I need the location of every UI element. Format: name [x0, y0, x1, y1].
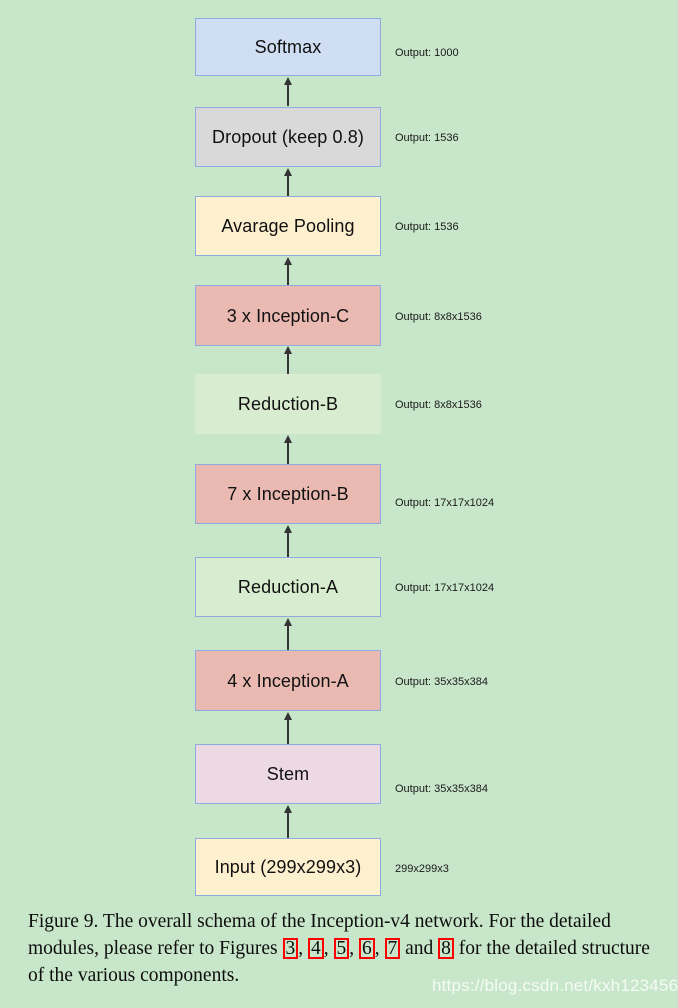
- watermark: https://blog.csdn.net/kxh123456: [432, 976, 678, 995]
- arrow-shaft: [287, 174, 289, 196]
- arrow-stem-to-inceptiona: [284, 712, 292, 744]
- node-reduction-b-label: Reduction-B: [237, 394, 339, 414]
- node-inception-a[interactable]: 4 x Inception-A: [195, 650, 381, 711]
- arrow-shaft: [287, 531, 289, 557]
- side-label-average-pooling: Output: 1536: [395, 221, 459, 233]
- figure-reference-4[interactable]: 4: [308, 938, 324, 959]
- arrow-shaft: [287, 811, 289, 838]
- arrowhead-icon: [284, 168, 292, 176]
- node-input-label: Input (299x299x3): [214, 857, 362, 877]
- figure-reference-8[interactable]: 8: [438, 938, 454, 959]
- arrowhead-icon: [284, 435, 292, 443]
- arrow-inceptiona-to-reductiona: [284, 618, 292, 650]
- arrow-inceptionb-to-reductionb: [284, 435, 292, 464]
- arrow-pooling-to-dropout: [284, 168, 292, 196]
- arrowhead-icon: [284, 77, 292, 85]
- side-label-dropout: Output: 1536: [395, 132, 459, 144]
- arrow-inceptionc-to-pooling: [284, 257, 292, 285]
- figure-caption: Figure 9. The overall schema of the Ince…: [28, 908, 656, 989]
- arrowhead-icon: [284, 712, 292, 720]
- side-label-inception-a: Output: 35x35x384: [395, 676, 488, 688]
- node-stem-label: Stem: [266, 764, 310, 784]
- node-inception-c[interactable]: 3 x Inception-C: [195, 285, 381, 346]
- side-label-reduction-b: Output: 8x8x1536: [395, 399, 482, 411]
- node-reduction-b[interactable]: Reduction-B: [195, 374, 381, 434]
- arrow-shaft: [287, 352, 289, 374]
- node-dropout[interactable]: Dropout (keep 0.8): [195, 107, 381, 167]
- side-label-reduction-a: Output: 17x17x1024: [395, 582, 495, 594]
- arrowhead-icon: [284, 346, 292, 354]
- side-label-inception-b: Output: 17x17x1024: [395, 497, 495, 509]
- arrowhead-icon: [284, 257, 292, 265]
- figure-reference-7[interactable]: 7: [384, 938, 401, 959]
- node-stem[interactable]: Stem: [195, 744, 381, 804]
- caption-suffix: for the detailed structure of the variou…: [28, 938, 650, 986]
- side-label-inception-c: Output: 8x8x1536: [395, 311, 482, 323]
- side-label-softmax: Output: 1000: [395, 47, 459, 59]
- arrow-shaft: [287, 83, 289, 106]
- node-reduction-a[interactable]: Reduction-A: [195, 557, 381, 617]
- side-label-stem: Output: 35x35x384: [395, 783, 488, 795]
- node-dropout-label: Dropout (keep 0.8): [212, 127, 364, 147]
- node-reduction-a-label: Reduction-A: [237, 577, 339, 597]
- node-softmax[interactable]: Softmax: [195, 18, 381, 76]
- node-average-pooling[interactable]: Avarage Pooling: [195, 196, 381, 256]
- arrow-shaft: [287, 441, 289, 464]
- side-label-input: 299x299x3: [395, 863, 449, 875]
- arrow-shaft: [287, 263, 289, 285]
- arrow-shaft: [287, 624, 289, 650]
- arrowhead-icon: [284, 618, 292, 626]
- node-input[interactable]: Input (299x299x3): [195, 838, 381, 896]
- node-inception-b[interactable]: 7 x Inception-B: [195, 464, 381, 524]
- arrow-reductiona-to-inceptionb: [284, 525, 292, 557]
- node-inception-a-label: 4 x Inception-A: [227, 670, 349, 691]
- arrow-reductionb-to-inceptionc: [284, 346, 292, 374]
- inception-v4-flowchart: Softmax Output: 1000 Dropout (keep 0.8) …: [195, 18, 495, 896]
- figure-reference-5[interactable]: 5: [333, 938, 350, 959]
- caption-figure-references: 3, 4, 5, 6, 7 and 8: [282, 938, 454, 959]
- node-softmax-label: Softmax: [254, 37, 322, 57]
- arrow-shaft: [287, 718, 289, 744]
- node-inception-c-label: 3 x Inception-C: [226, 305, 350, 326]
- arrowhead-icon: [284, 805, 292, 813]
- figure-reference-3[interactable]: 3: [282, 938, 299, 959]
- arrow-input-to-stem: [284, 805, 292, 838]
- figure-reference-6[interactable]: 6: [359, 938, 375, 959]
- arrowhead-icon: [284, 525, 292, 533]
- arrow-dropout-to-softmax: [284, 77, 292, 106]
- node-inception-b-label: 7 x Inception-B: [227, 484, 349, 504]
- node-average-pooling-label: Avarage Pooling: [221, 216, 355, 236]
- caption-prefix: Figure 9. The overall schema of the Ince…: [28, 911, 611, 959]
